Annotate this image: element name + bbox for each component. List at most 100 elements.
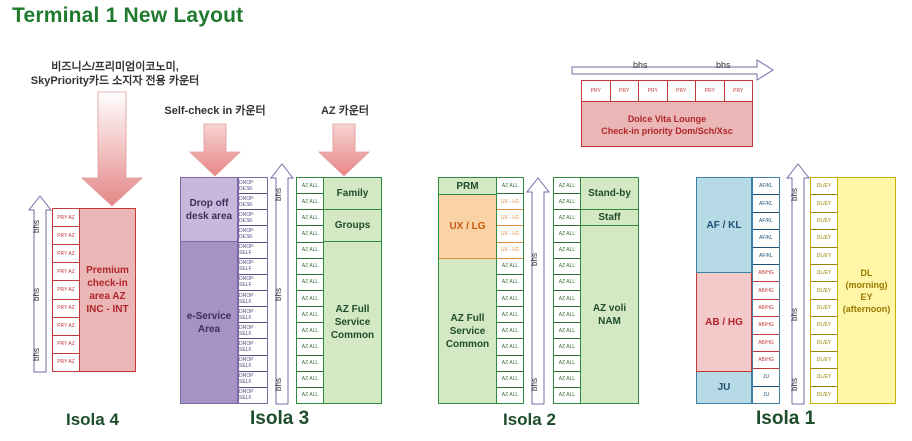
counter-cell: AZ ALL <box>554 178 580 195</box>
counter-cell: AF/KL <box>753 248 779 265</box>
isola2-right-column: AZ ALL AZ ALL AZ ALL AZ ALL AZ ALL AZ AL… <box>553 177 581 404</box>
counter-cell: AZ ALL <box>497 323 523 340</box>
counter-cell: DROP DESK <box>239 226 267 243</box>
lounge-label: Dolce Vita Lounge Check-in priority Dom/… <box>582 102 752 147</box>
counter-cell: AZ ALL <box>554 275 580 291</box>
counter-cell: DL/EY <box>811 230 837 248</box>
bhs-label: bhs <box>31 348 41 361</box>
counter-cell: DL/EY <box>811 178 837 196</box>
isola1-right-column: DL/EY DL/EY DL/EY DL/EY DL/EY DL/EY DL/E… <box>810 177 838 404</box>
counter-cell: PRY AZ <box>53 300 79 318</box>
az-voli-line: NAM <box>598 315 621 327</box>
eservice-label-line: Area <box>197 323 221 335</box>
bhs-arrow-isola1 <box>785 163 811 405</box>
dl-label-line: EY <box>860 291 873 302</box>
lounge-counter: PRY <box>611 81 639 101</box>
isola2-staff: Staff <box>581 210 638 226</box>
counter-cell: AZ ALL <box>497 178 523 195</box>
counter-cell: AB/HG <box>753 282 779 300</box>
self-check-down-arrow <box>189 123 241 177</box>
counter-cell: AZ ALL <box>297 339 323 356</box>
counter-cell: AZ ALL <box>554 194 580 211</box>
counter-cell: DROP SELF <box>239 323 267 340</box>
bhs-label: bhs <box>273 188 283 201</box>
counter-cell: DROP SELF <box>239 259 267 275</box>
counter-cell: JU <box>762 391 770 398</box>
lounge-block: PRY PRY PRY PRY PRY PRY Dolce Vita Loung… <box>581 80 753 147</box>
isola3-az-column: AZ ALL AZ ALL AZ ALL AZ ALL AZ ALL AZ AL… <box>296 177 324 404</box>
counter-cell: DL/EY <box>811 213 837 231</box>
lounge-label-line-2: Check-in priority Dom/Sch/Xsc <box>601 125 733 136</box>
counter-cell: DROP DESK <box>239 194 267 211</box>
counter-cell: AZ ALL <box>297 307 323 324</box>
premium-label-line: area AZ <box>89 291 126 302</box>
lounge-label-line-1: Dolce Vita Lounge <box>627 113 707 124</box>
business-note-line-1: 비즈니스/프리미엄이코노미, <box>51 61 179 73</box>
isola3-drop-off-area: Drop off desk area <box>180 177 238 241</box>
counter-cell: DL/EY <box>811 300 837 318</box>
counter-cell: AZ ALL <box>554 339 580 356</box>
counter-cell: AB/HG <box>753 352 779 370</box>
counter-cell: DROP SELF <box>239 389 254 402</box>
premium-label-line: check-in <box>87 278 128 289</box>
counter-cell: UX - LG <box>497 243 523 259</box>
counter-cell: AZ ALL <box>301 392 319 399</box>
counter-cell: AZ ALL <box>554 243 580 259</box>
isola2-prm: PRM <box>439 178 496 195</box>
az-down-arrow <box>318 123 370 177</box>
isola2-ux-lg: UX / LG <box>439 195 496 259</box>
counter-cell: AZ ALL <box>554 323 580 340</box>
lounge-counter: PRY <box>668 81 696 101</box>
counter-cell: DL/EY <box>811 317 837 335</box>
counter-cell: JU <box>753 369 779 387</box>
isola2-left-area: PRM UX / LG AZ Full Service Common <box>438 177 496 404</box>
counter-cell: DROP DESK <box>239 178 267 195</box>
bhs-label: bhs <box>529 378 539 391</box>
isola3-az-full: AZ Full Service Common <box>324 242 381 403</box>
bhs-label: bhs <box>31 220 41 233</box>
counter-cell: AZ ALL <box>554 372 580 388</box>
isola2-left-column: AZ ALL UX - LG UX - LG UX - LG UX - LG A… <box>496 177 524 404</box>
isola2-az-voli: AZ voli NAM <box>581 226 638 403</box>
counter-cell: AZ ALL <box>554 307 580 324</box>
isola1-name: Isola 1 <box>756 408 816 429</box>
bhs-arrow-isola4 <box>27 195 53 373</box>
drop-off-label-line: Drop off <box>189 197 229 209</box>
isola1-left-column: AF/KL AF/KL AF/KL AF/KL AF/KL AB/HG AB/H… <box>752 177 780 404</box>
isola3-eservice-area: e-Service Area <box>180 241 238 404</box>
counter-cell: DROP SELF <box>239 372 267 388</box>
isola1-ab-hg: AB / HG <box>696 273 752 372</box>
isola1-af-kl: AF / KL <box>696 177 752 273</box>
counter-cell: DL/EY <box>816 391 832 398</box>
isola4-name: Isola 4 <box>66 410 119 429</box>
counter-cell: AB/HG <box>753 335 779 352</box>
counter-cell: UX - LG <box>497 194 523 211</box>
counter-cell: PRY AZ <box>53 227 79 246</box>
isola3-groups: Groups <box>324 210 381 242</box>
bhs-label: bhs <box>273 378 283 391</box>
counter-cell: PRY AZ <box>53 318 79 336</box>
counter-cell: DROP SELF <box>239 307 267 324</box>
counter-cell: AZ ALL <box>297 291 323 308</box>
az-counter-note: AZ 카운터 <box>320 105 370 117</box>
counter-cell: DROP SELF <box>239 356 267 372</box>
counter-cell: AZ ALL <box>497 307 523 324</box>
counter-cell: DROP SELF <box>239 339 267 356</box>
isola2-standby: Stand-by <box>581 178 638 210</box>
isola4-counter-column: PRY AZ PRY AZ PRY AZ PRY AZ PRY AZ PRY A… <box>52 208 79 372</box>
counter-cell: AF/KL <box>753 178 779 196</box>
isola2-right-area: Stand-by Staff AZ voli NAM <box>581 177 639 404</box>
self-check-note: Self-check in 카운터 <box>164 105 266 117</box>
counter-cell: DL/EY <box>811 369 837 387</box>
lounge-counter: PRY <box>582 81 611 101</box>
counter-cell: DL/EY <box>811 335 837 352</box>
counter-cell: DL/EY <box>811 195 837 213</box>
business-down-arrow <box>80 91 144 207</box>
isola3-area-labels: Family Groups AZ Full Service Common <box>324 177 382 404</box>
counter-cell: AZ ALL <box>497 356 523 372</box>
bhs-label: bhs <box>273 288 283 301</box>
counter-cell: AF/KL <box>753 230 779 248</box>
isola3-drop-column: DROP DESK DROP DESK DROP DESK DROP DESK … <box>238 177 268 404</box>
